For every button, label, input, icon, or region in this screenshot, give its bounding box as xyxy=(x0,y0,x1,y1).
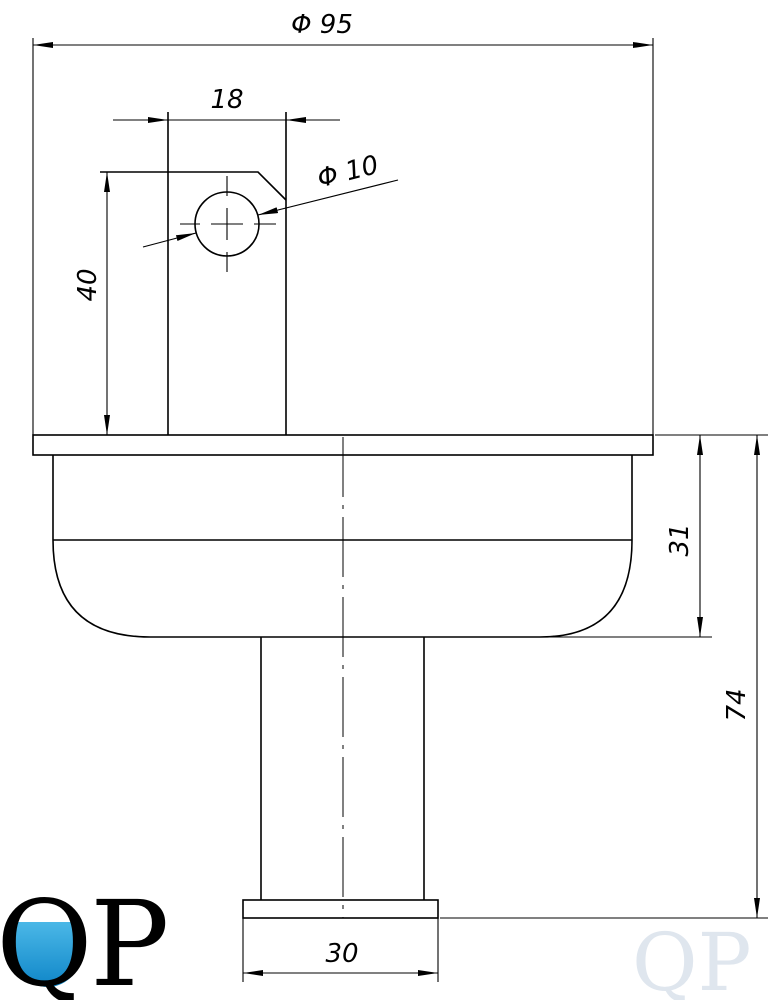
dimension-label: 31 xyxy=(665,523,695,556)
dimension-outer-diameter: Φ 95 xyxy=(32,10,654,435)
dimension-label: 30 xyxy=(325,939,358,969)
dimension-label: 18 xyxy=(210,85,243,115)
skimmer-body xyxy=(32,434,654,919)
dimension-label: Φ 10 xyxy=(314,150,381,194)
dimension-bracket-height: 40 xyxy=(73,172,110,435)
logo-letter-p: P xyxy=(90,875,169,1000)
company-logo: Q P xyxy=(0,875,169,1000)
dimension-bracket-width: 18 xyxy=(113,85,340,123)
dimension-body-height: 31 xyxy=(545,434,712,638)
dimension-hole-diameter: Φ 10 xyxy=(142,150,399,248)
logo-letter-q: Q xyxy=(0,875,93,1000)
mounting-bracket xyxy=(100,112,287,435)
dimension-label: 74 xyxy=(722,688,752,721)
dimension-label: Φ 95 xyxy=(291,10,353,40)
dimension-total-height: 74 xyxy=(440,434,768,919)
dimension-base-width: 30 xyxy=(242,918,439,982)
dimension-label: 40 xyxy=(73,268,103,301)
watermark: QP xyxy=(632,916,751,1000)
